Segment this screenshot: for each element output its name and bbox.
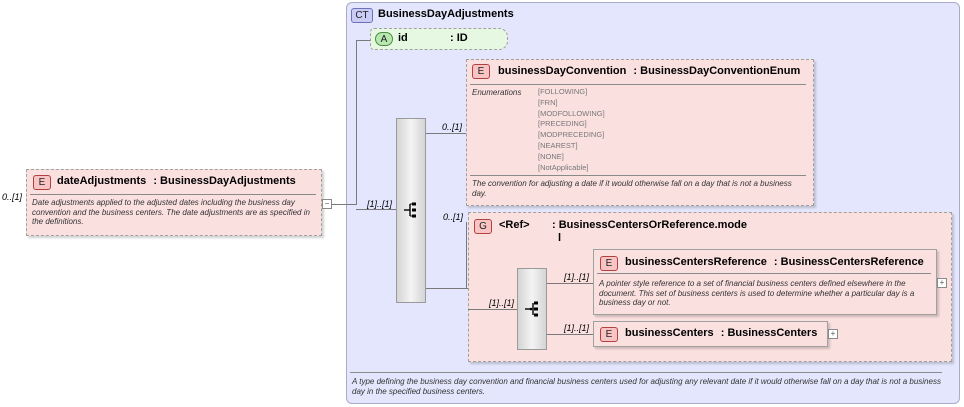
root-multiplicity: 0..[1] <box>2 192 23 202</box>
bc-element-name: businessCenters : BusinessCenters <box>625 327 817 339</box>
complex-type-badge: CT <box>351 8 373 23</box>
bc-element-box[interactable] <box>593 321 828 347</box>
bc-multiplicity: [1]..[1] <box>564 323 590 333</box>
choice-icon <box>525 301 538 317</box>
connector <box>356 40 370 41</box>
attribute-id-box[interactable] <box>370 28 508 50</box>
expand-icon[interactable]: + <box>937 278 947 288</box>
connector <box>547 334 593 335</box>
enumeration-value: [MODFOLLOWING] <box>538 108 605 118</box>
bc-reference-type: : BusinessCentersReference <box>773 256 924 268</box>
convention-separator <box>470 84 806 85</box>
bc-reference-separator <box>597 273 931 274</box>
root-type: : BusinessDayAdjustments <box>153 175 296 187</box>
connector <box>356 40 357 205</box>
enumeration-value: [FRN] <box>538 97 558 107</box>
expand-icon[interactable]: + <box>828 329 838 339</box>
bc-reference-name: businessCentersReference <box>625 256 767 268</box>
choice-multiplicity: [1]..[1] <box>489 298 515 308</box>
enumeration-value: [NEAREST] <box>538 140 578 150</box>
bc-reference-description: A pointer style reference to a set of fi… <box>599 279 915 307</box>
group-name: : BusinessCentersOrReference.mode <box>552 219 748 231</box>
bc-reference-element-name: businessCentersReference : BusinessCente… <box>625 256 924 268</box>
complex-type-name: BusinessDayAdjustments <box>378 8 514 20</box>
attribute-badge: A <box>375 32 393 46</box>
complex-type-separator <box>350 372 942 373</box>
bc-reference-element-box[interactable] <box>593 249 937 315</box>
convention-description: The convention for adjusting a date if i… <box>472 179 792 198</box>
group-multiplicity: 0..[1] <box>443 212 464 222</box>
root-separator <box>30 194 316 195</box>
connector <box>547 283 593 284</box>
root-element-name: dateAdjustments : BusinessDayAdjustments <box>57 175 296 187</box>
convention-multiplicity: 0..[1] <box>442 122 463 132</box>
group-name-continued: l <box>558 232 562 244</box>
bc-reference-badge: E <box>600 256 618 271</box>
enumeration-value: [NotApplicable] <box>538 162 589 172</box>
complex-type-description: A type defining the business day convent… <box>352 377 941 396</box>
enumeration-value: [FOLLOWING] <box>538 87 588 96</box>
sequence-multiplicity: [1]..[1] <box>367 199 393 209</box>
convention-element-box[interactable] <box>466 59 814 206</box>
bc-reference-multiplicity: [1]..[1] <box>564 272 590 282</box>
sequence-icon <box>404 202 416 218</box>
root-description: Date adjustments applied to the adjusted… <box>32 198 310 226</box>
connector <box>426 288 468 289</box>
root-element-box[interactable] <box>26 169 322 236</box>
attribute-type: : ID <box>450 32 468 44</box>
convention-element-name: businessDayConvention : BusinessDayConve… <box>498 65 800 77</box>
enumeration-value: [MODPRECEDING] <box>538 130 605 140</box>
enumeration-value: [PRECEDING] <box>538 119 587 129</box>
connector <box>466 222 467 289</box>
connector <box>426 133 466 134</box>
group-ref: <Ref> <box>499 219 530 231</box>
root-name: dateAdjustments <box>57 175 147 187</box>
convention-description-separator <box>470 175 806 176</box>
connector <box>356 209 396 210</box>
bc-type: : BusinessCenters <box>720 327 818 339</box>
connector <box>332 204 356 205</box>
sequence-compositor[interactable] <box>396 118 426 303</box>
collapse-icon[interactable]: − <box>322 199 332 209</box>
connector <box>468 309 518 310</box>
bc-name: businessCenters <box>625 327 714 339</box>
bc-badge: E <box>600 327 618 342</box>
group-badge: G <box>474 219 492 234</box>
enumerations-label: Enumerations <box>472 88 522 97</box>
convention-name: businessDayConvention <box>498 65 627 77</box>
convention-badge: E <box>472 64 490 79</box>
enumeration-value: [NONE] <box>538 151 564 161</box>
enumeration-list: [FOLLOWING] [FRN] [MODFOLLOWING] [PRECED… <box>538 87 605 173</box>
root-element-badge: E <box>33 175 51 190</box>
attribute-name: id <box>398 32 408 44</box>
convention-type: : BusinessDayConventionEnum <box>633 65 801 77</box>
